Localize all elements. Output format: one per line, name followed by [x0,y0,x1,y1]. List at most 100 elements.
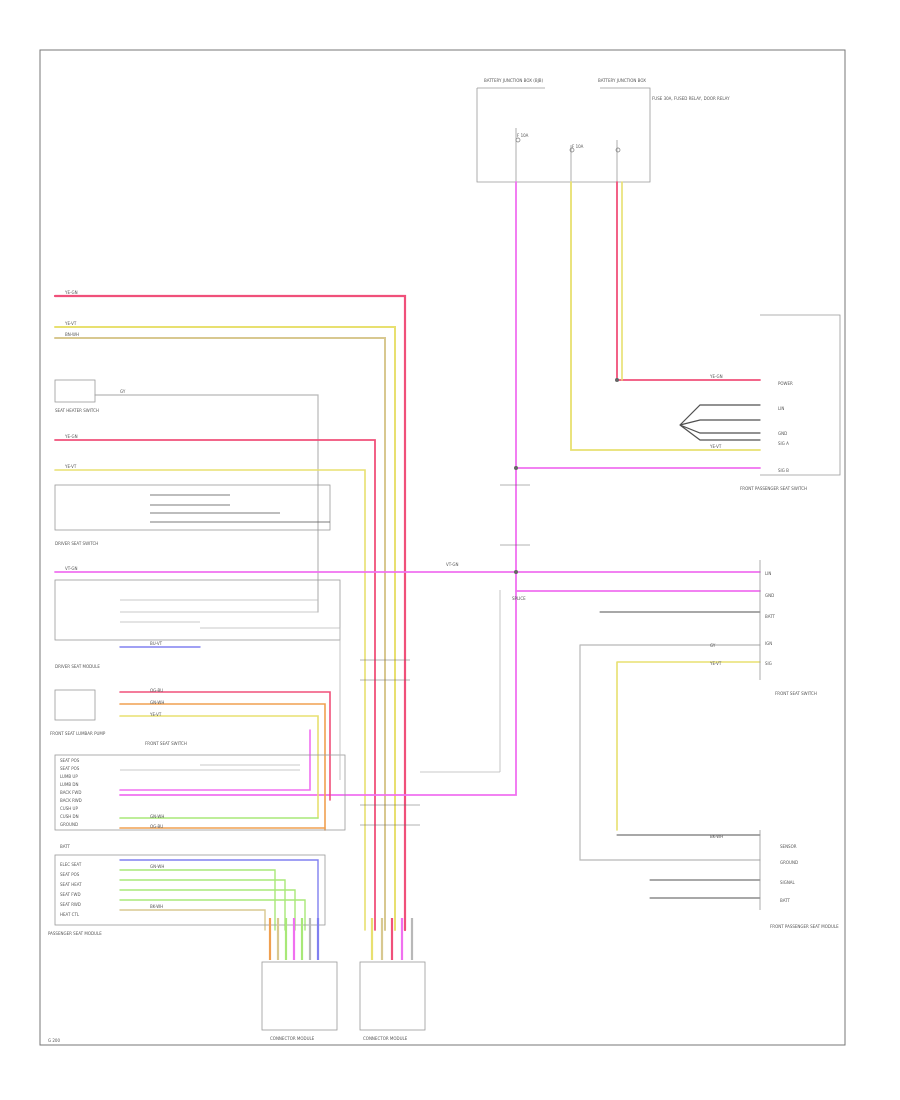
fuse-box-left: BATTERY JUNCTION BOX (BJB) F 10A F 10A [476,78,584,183]
bottom-connector-right: CONNECTOR MODULE [359,918,426,1041]
wire-green-c [119,889,296,931]
pin-label: SIG A [778,441,789,446]
wire-yellow-main [54,326,396,931]
ground-splice: SPLICE G 200 [48,378,619,1043]
pin-label: SIGNAL [780,880,796,885]
bottom-connector-left: CONNECTOR MODULE [261,918,338,1041]
bottom-left-connector-label: CONNECTOR MODULE [270,1036,315,1041]
fuse-box-left-title: BATTERY JUNCTION BOX (BJB) [484,78,543,83]
right-lower-pins: SENSOR GROUND SIGNAL BATT [780,844,798,903]
wire-label: YE-VT [64,321,77,326]
driver-seat-switch-label: DRIVER SEAT SWITCH [55,541,98,546]
lower-left-module-pins: ELEC SEAT SEAT POS SEAT HEAT SEAT FWD SE… [60,862,82,917]
wire-label: BK-WH [150,904,163,909]
wire-label: YE-VT [64,464,77,469]
pin-label: GND [765,593,774,598]
wire-label: BN-WH [65,332,79,337]
wire-pink-seat [54,439,376,931]
pin-label: SEAT POS [60,758,80,763]
pin-label: LIN [765,571,771,576]
wire-yellow-seat [54,469,366,931]
passenger-seat-module-label: PASSENGER SEAT MODULE [48,931,102,936]
front-seat-switch-label: FRONT SEAT SWITCH [145,741,187,746]
wire-color-labels: YE-GN YE-VT BN-WH GY YE-GN YE-VT VT-GN V… [64,290,723,909]
pin-label: SENSOR [780,844,797,849]
wire-green-a [119,869,276,931]
wire-green-d [119,899,306,931]
wire-orange-pos [119,703,326,831]
wire-label: YE-VT [709,661,722,666]
fuse-a-label: F 10A [517,133,529,138]
fuse-symbols [515,128,621,182]
wire-label: YE-VT [149,712,162,717]
right-module-pins: LIN GND BATT IGN SIG [765,571,776,666]
wire-yellow-lower [616,661,761,831]
thin-harness [120,494,501,780]
pin-label: SIG B [778,468,789,473]
pin-label: SEAT POS [60,872,80,877]
pin-label: ELEC SEAT [60,862,82,867]
wire-yellow-pos [119,715,319,819]
right-lower-module-label: FRONT PASSENGER SEAT MODULE [770,924,839,929]
pin-label: HEAT CTL [60,912,80,917]
right-module-label: FRONT SEAT SWITCH [775,691,817,696]
wire-label: GY [710,643,716,648]
pin-label: LUMB UP [60,774,78,779]
pin-label: BACK RWD [60,798,82,803]
pin-label: LIN [778,406,784,411]
wire-tan-long [119,909,266,931]
wire-label: GN-WH [150,700,164,705]
bottom-right-connector-label: CONNECTOR MODULE [363,1036,408,1041]
pin-label: GROUND [60,822,78,827]
wire-red-pos [119,691,331,801]
seat-heater-switch-label: SEAT HEATER SWITCH [55,408,99,413]
pin-label: SEAT POS [60,766,80,771]
fuse-b-label: F 10A [572,144,584,149]
pin-label: CUSH UP [60,806,78,811]
wire-red-main [53,294,407,932]
wire-label: YE-VT [709,444,722,449]
splice-label: SPLICE [512,596,526,601]
wire-red-fuse [616,181,761,381]
connector-ticks [360,484,530,826]
pin-label: BATT [780,898,791,903]
wire-label: OG-BU [150,688,163,693]
pin-label: SEAT HEAT [60,882,82,887]
fuse-box-right-title: BATTERY JUNCTION BOX [598,78,646,83]
right-upper-pins: POWER LIN GND SIG A SIG B [778,381,793,473]
pin-label: SEAT RWD [60,902,81,907]
wire-label: YE-GN [64,290,78,295]
pin-label: BATT [60,844,71,849]
wire-yellow-fuse [570,181,761,451]
wire-pink-pos [119,729,311,791]
wire-label: GY [120,389,126,394]
pin-label: BACK FWD [60,790,81,795]
wire-label: GN-WH [150,814,164,819]
wire-label: YE-GN [709,374,723,379]
wire-label: OG-BU [150,824,163,829]
pin-label: GROUND [780,860,798,865]
wire-label: GN-WH [150,864,164,869]
driver-seat-module-label: DRIVER SEAT MODULE [55,664,100,669]
wire-black-lower [599,611,761,899]
wire-blue-long [119,859,319,931]
wire-grey-loop [94,394,319,613]
wire-label: VT-GN [446,562,459,567]
wire-green-b [119,879,286,931]
wire-label: BU-VT [150,641,163,646]
pin-label: CUSH DN [60,814,79,819]
left-components: SEAT HEATER SWITCH DRIVER SEAT SWITCH DR… [48,379,346,936]
pin-label: LUMB DN [60,782,79,787]
pin-label: SIG [765,661,772,666]
lumbar-pump-label: FRONT SEAT LUMBAR PUMP [50,731,106,736]
wire-label: YE-GN [64,434,78,439]
fuse-box-right-note: FUSE 30A, FUSED RELAY, DOOR RELAY [652,96,730,101]
pin-label: BATT [765,614,776,619]
wire-magenta-vert [119,181,517,796]
ground-label: G 200 [48,1038,60,1043]
wire-black-group [679,404,761,441]
pin-label: POWER [778,381,793,386]
fuse-box-right: BATTERY JUNCTION BOX FUSE 30A, FUSED REL… [545,78,730,183]
passenger-seat-switch-label: FRONT PASSENGER SEAT SWITCH [740,486,807,491]
